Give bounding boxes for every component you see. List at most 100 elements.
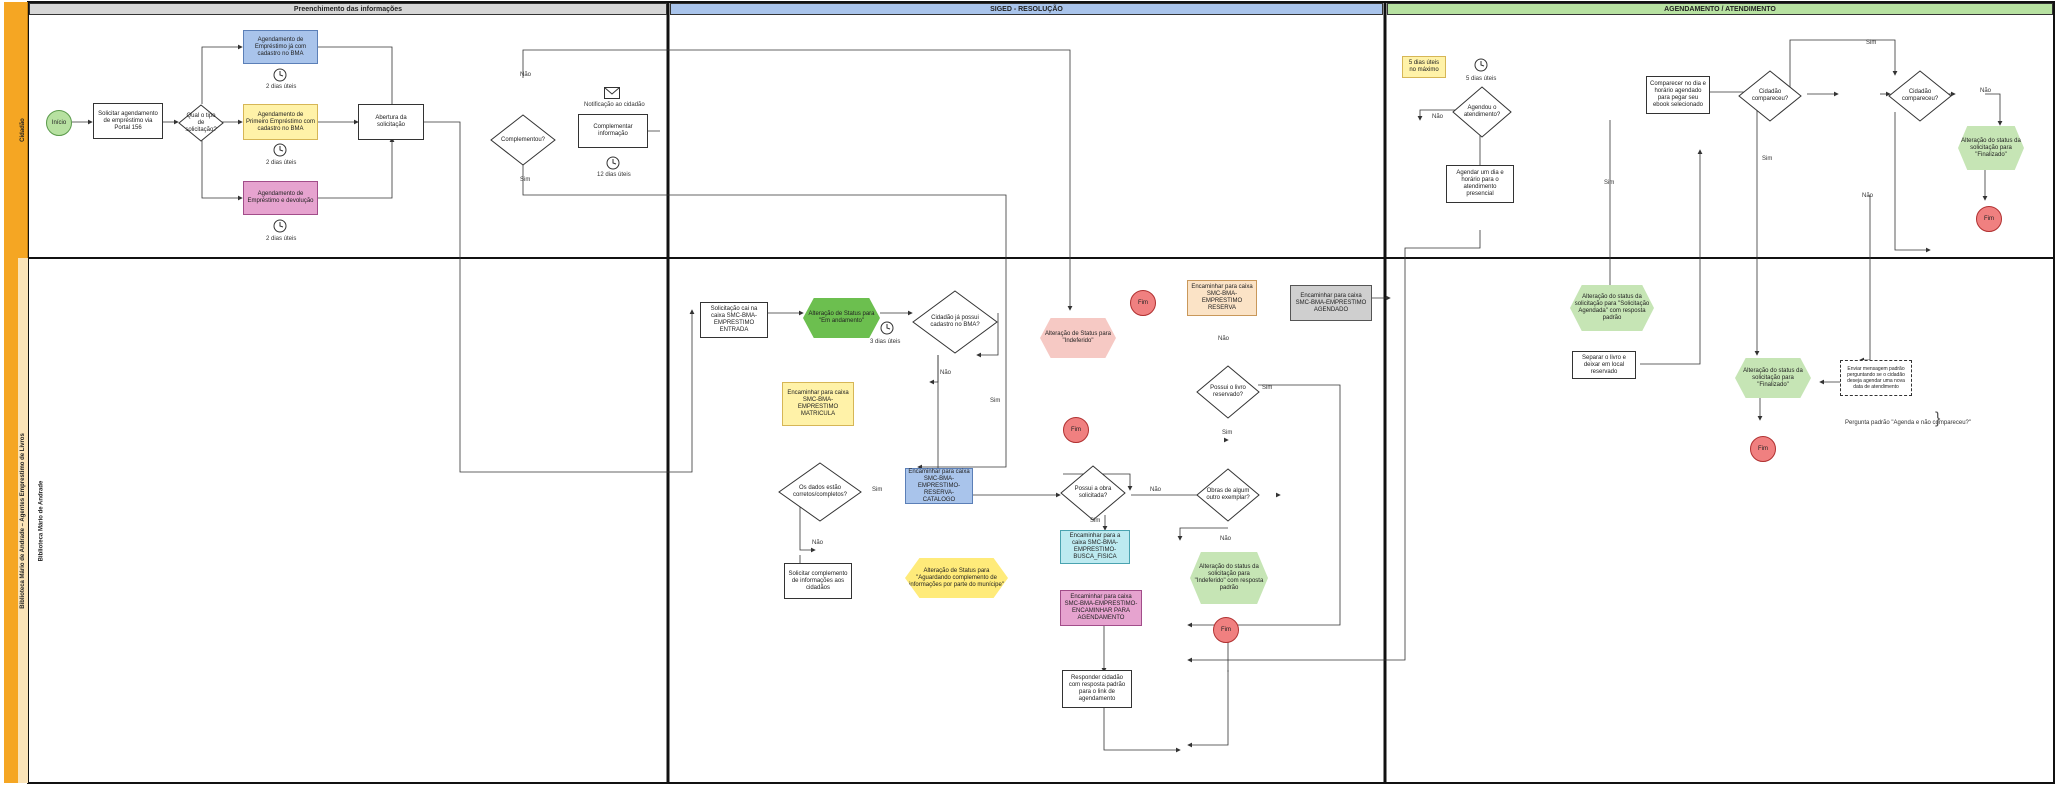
envelope-icon (604, 86, 620, 99)
end-event: Fim (1213, 617, 1239, 643)
gateway-possui-livro: Possui o livro reservado? (1196, 365, 1260, 419)
notificacao-label: Notificação ao cidadão (584, 102, 645, 108)
phase-header-siged: SIGED - RESOLUÇÃO (670, 3, 1383, 15)
gateway-cidadao-compareceu-text: Cidadão compareceu? (1751, 89, 1789, 102)
edge-label-nao: Não (1150, 487, 1162, 493)
phase-header-agendamento: AGENDAMENTO / ATENDIMENTO (1387, 3, 2053, 15)
prazo-label-12: 12 dias úteis (597, 172, 631, 178)
edge-label-sim: Sim (1866, 40, 1877, 46)
gateway-os-dados-text: Os dados estão corretos/completos? (792, 485, 848, 498)
edge-label-sim: Sim (1604, 180, 1615, 186)
edge-label-nao: Não (1432, 114, 1444, 120)
task-agendar-dia: Agendar um dia e horário para o atendime… (1446, 165, 1514, 203)
edge-label-sim: Sim (520, 177, 531, 183)
task-ag-devolucao: Agendamento de Empréstimo e devolução (243, 181, 318, 215)
task-responder: Responder cidadão com resposta padrão pa… (1062, 670, 1132, 708)
gateway-cidadao-compareceu2: Cidadão compareceu? (1888, 70, 1952, 122)
edge-label-sim: Sim (1222, 430, 1233, 436)
edge-label-sim: Sim (1762, 156, 1773, 162)
edge-label-sim: Sim (990, 398, 1001, 404)
gateway-os-dados: Os dados estão corretos/completos? (778, 462, 862, 522)
task-separar: Separar o livro e deixar em local reserv… (1572, 351, 1636, 379)
lane-label-cidadao-text: Cidadão (19, 118, 26, 142)
task-enc-agendado: Encaminhar para caixa SMC-BMA-EMPRESTIMO… (1290, 285, 1372, 321)
end-event: Fim (1976, 206, 2002, 232)
edge-label-nao: Não (1218, 336, 1230, 342)
edge-label-sim: Sim (1262, 385, 1273, 391)
gateway-complementou-text: Complementou? (500, 136, 546, 143)
task-alteracao-andamento: Alteração de Status para "Em andamento" (803, 298, 880, 338)
brace-icon: } (1935, 410, 1941, 427)
gateway-obras-ag-text: Obras de algum outro exemplar? (1206, 488, 1250, 501)
lane-label-biblioteca-text: Biblioteca Mário de Andrade – Agentes Em… (20, 432, 27, 609)
timer-icon (273, 219, 287, 233)
task-alteracao-finalizado2: Alteração do status da solicitação para … (1735, 358, 1811, 398)
edge-label-nao: Não (1980, 88, 1992, 94)
gateway-agendado-text: Agendou o atendimento? (1463, 105, 1501, 118)
task-alteracao-indeferido: Alteração de Status para "Indeferido" (1040, 318, 1116, 358)
gateway-cidadao-possui-text: Cidadão já possui cadastro no BMA? (930, 315, 980, 328)
gateway-qual-tipo: Qual o tipo de solicitação? (178, 104, 224, 142)
task-enc-livros: Encaminhar para caixa SMC-BMA-EMPRESTIMO… (905, 468, 973, 504)
gateway-cidadao-compareceu: Cidadão compareceu? (1738, 70, 1802, 122)
pergunta-label: Pergunta padrão "Agenda e não compareceu… (1845, 420, 1972, 426)
task-solicitacao-caixa: Solicitação cai na caixa SMC-BMA-EMPREST… (700, 302, 768, 338)
lane-label-biblioteca: Biblioteca Mário de Andrade – Agentes Em… (18, 258, 28, 783)
start-event: Início (46, 110, 72, 136)
task-alteracao-agendado: Alteração do status da solicitação para … (1570, 285, 1654, 331)
task-comparecer: Comparecer no dia e horário agendado par… (1646, 76, 1710, 114)
lane-label-cidadao: Cidadão (18, 2, 28, 258)
gateway-possui-livro-text: Possui o livro reservado? (1210, 385, 1246, 398)
connectors (72, 39, 2003, 753)
task-enc-busca: Encaminhar para a caixa SMC-BMA-EMPRESTI… (1060, 530, 1130, 564)
timer-icon (273, 143, 287, 157)
gateway-obras-ag: Obras de algum outro exemplar? (1196, 468, 1260, 522)
lane-label-biblioteca-inner-text: Biblioteca Mário de Andrade (38, 480, 45, 561)
timer-icon (606, 156, 620, 170)
edge-label-nao: Não (520, 72, 532, 78)
lane-label-biblioteca-inner: Biblioteca Mário de Andrade (36, 258, 46, 783)
prazo-label-3: 2 dias úteis (266, 236, 297, 242)
end-event: Fim (1130, 290, 1156, 316)
prazo-label-1: 2 dias úteis (266, 84, 297, 90)
edge-label-nao: Não (812, 540, 824, 546)
task-ag-primeiro: Agendamento de Primeiro Empréstimo com c… (243, 104, 318, 140)
edge-label-sim: Sim (1090, 518, 1101, 524)
side-bar-top (4, 2, 18, 258)
edge-label-nao: Não (1220, 536, 1232, 542)
task-enc-matricula: Encaminhar para caixa SMC-BMA-EMPRESTIMO… (782, 382, 854, 426)
edge-label-nao: Não (1862, 193, 1874, 199)
gateway-cidadao-compareceu2-text: Cidadão compareceu? (1901, 89, 1939, 102)
end-event: Fim (1750, 436, 1776, 462)
timer-icon (880, 321, 894, 335)
prazo-label-2: 2 dias úteis (266, 160, 297, 166)
gateway-complementou: Complementou? (490, 114, 556, 166)
task-solicitar-complemento: Solicitar complemento de informações aos… (784, 563, 852, 599)
task-ag-cadastrado: Agendamento de Empréstimo já com cadastr… (243, 30, 318, 64)
phase-header-preenchimento: Preenchimento das informações (29, 3, 667, 15)
task-enc-reserva: Encaminhar para caixa SMC-BMA-EMPRESTIMO… (1187, 280, 1257, 316)
gateway-possui-obra: Possui a obra solicitada? (1060, 465, 1126, 521)
task-complementar-info: Complementar informação (578, 114, 648, 148)
side-bar-bottom (4, 258, 18, 783)
edge-label-nao: Não (940, 370, 952, 376)
timer-icon (273, 68, 287, 82)
task-alteracao-aguardando: Alteração de Status para "Aguardando com… (905, 558, 1008, 598)
pool-border (27, 1, 2055, 784)
end-event: Fim (1063, 417, 1089, 443)
note-prazo: 5 dias úteis no máximo (1402, 56, 1446, 78)
prazo-label-5: 5 dias úteis (1466, 76, 1497, 82)
gateway-agendado: Agendou o atendimento? (1452, 86, 1512, 138)
gateway-cidadao-possui: Cidadão já possui cadastro no BMA? (912, 290, 998, 354)
gateway-qual-tipo-text: Qual o tipo de solicitação? (185, 112, 217, 133)
note-anotacao: Enviar mensagem padrão perguntando se o … (1840, 360, 1912, 396)
prazo-label-3du: 3 dias úteis (870, 339, 901, 345)
task-alteracao-finalizado: Alteração do status da solicitação para … (1958, 126, 2024, 170)
timer-icon (1474, 58, 1488, 72)
task-solicitar: Solicitar agendamento de empréstimo via … (93, 103, 163, 139)
task-enc-emprestimo: Encaminhar para caixa SMC-BMA-EMPRESTIMO… (1060, 590, 1142, 626)
edge-label-sim: Sim (872, 487, 883, 493)
gateway-possui-obra-text: Possui a obra solicitada? (1074, 486, 1112, 499)
